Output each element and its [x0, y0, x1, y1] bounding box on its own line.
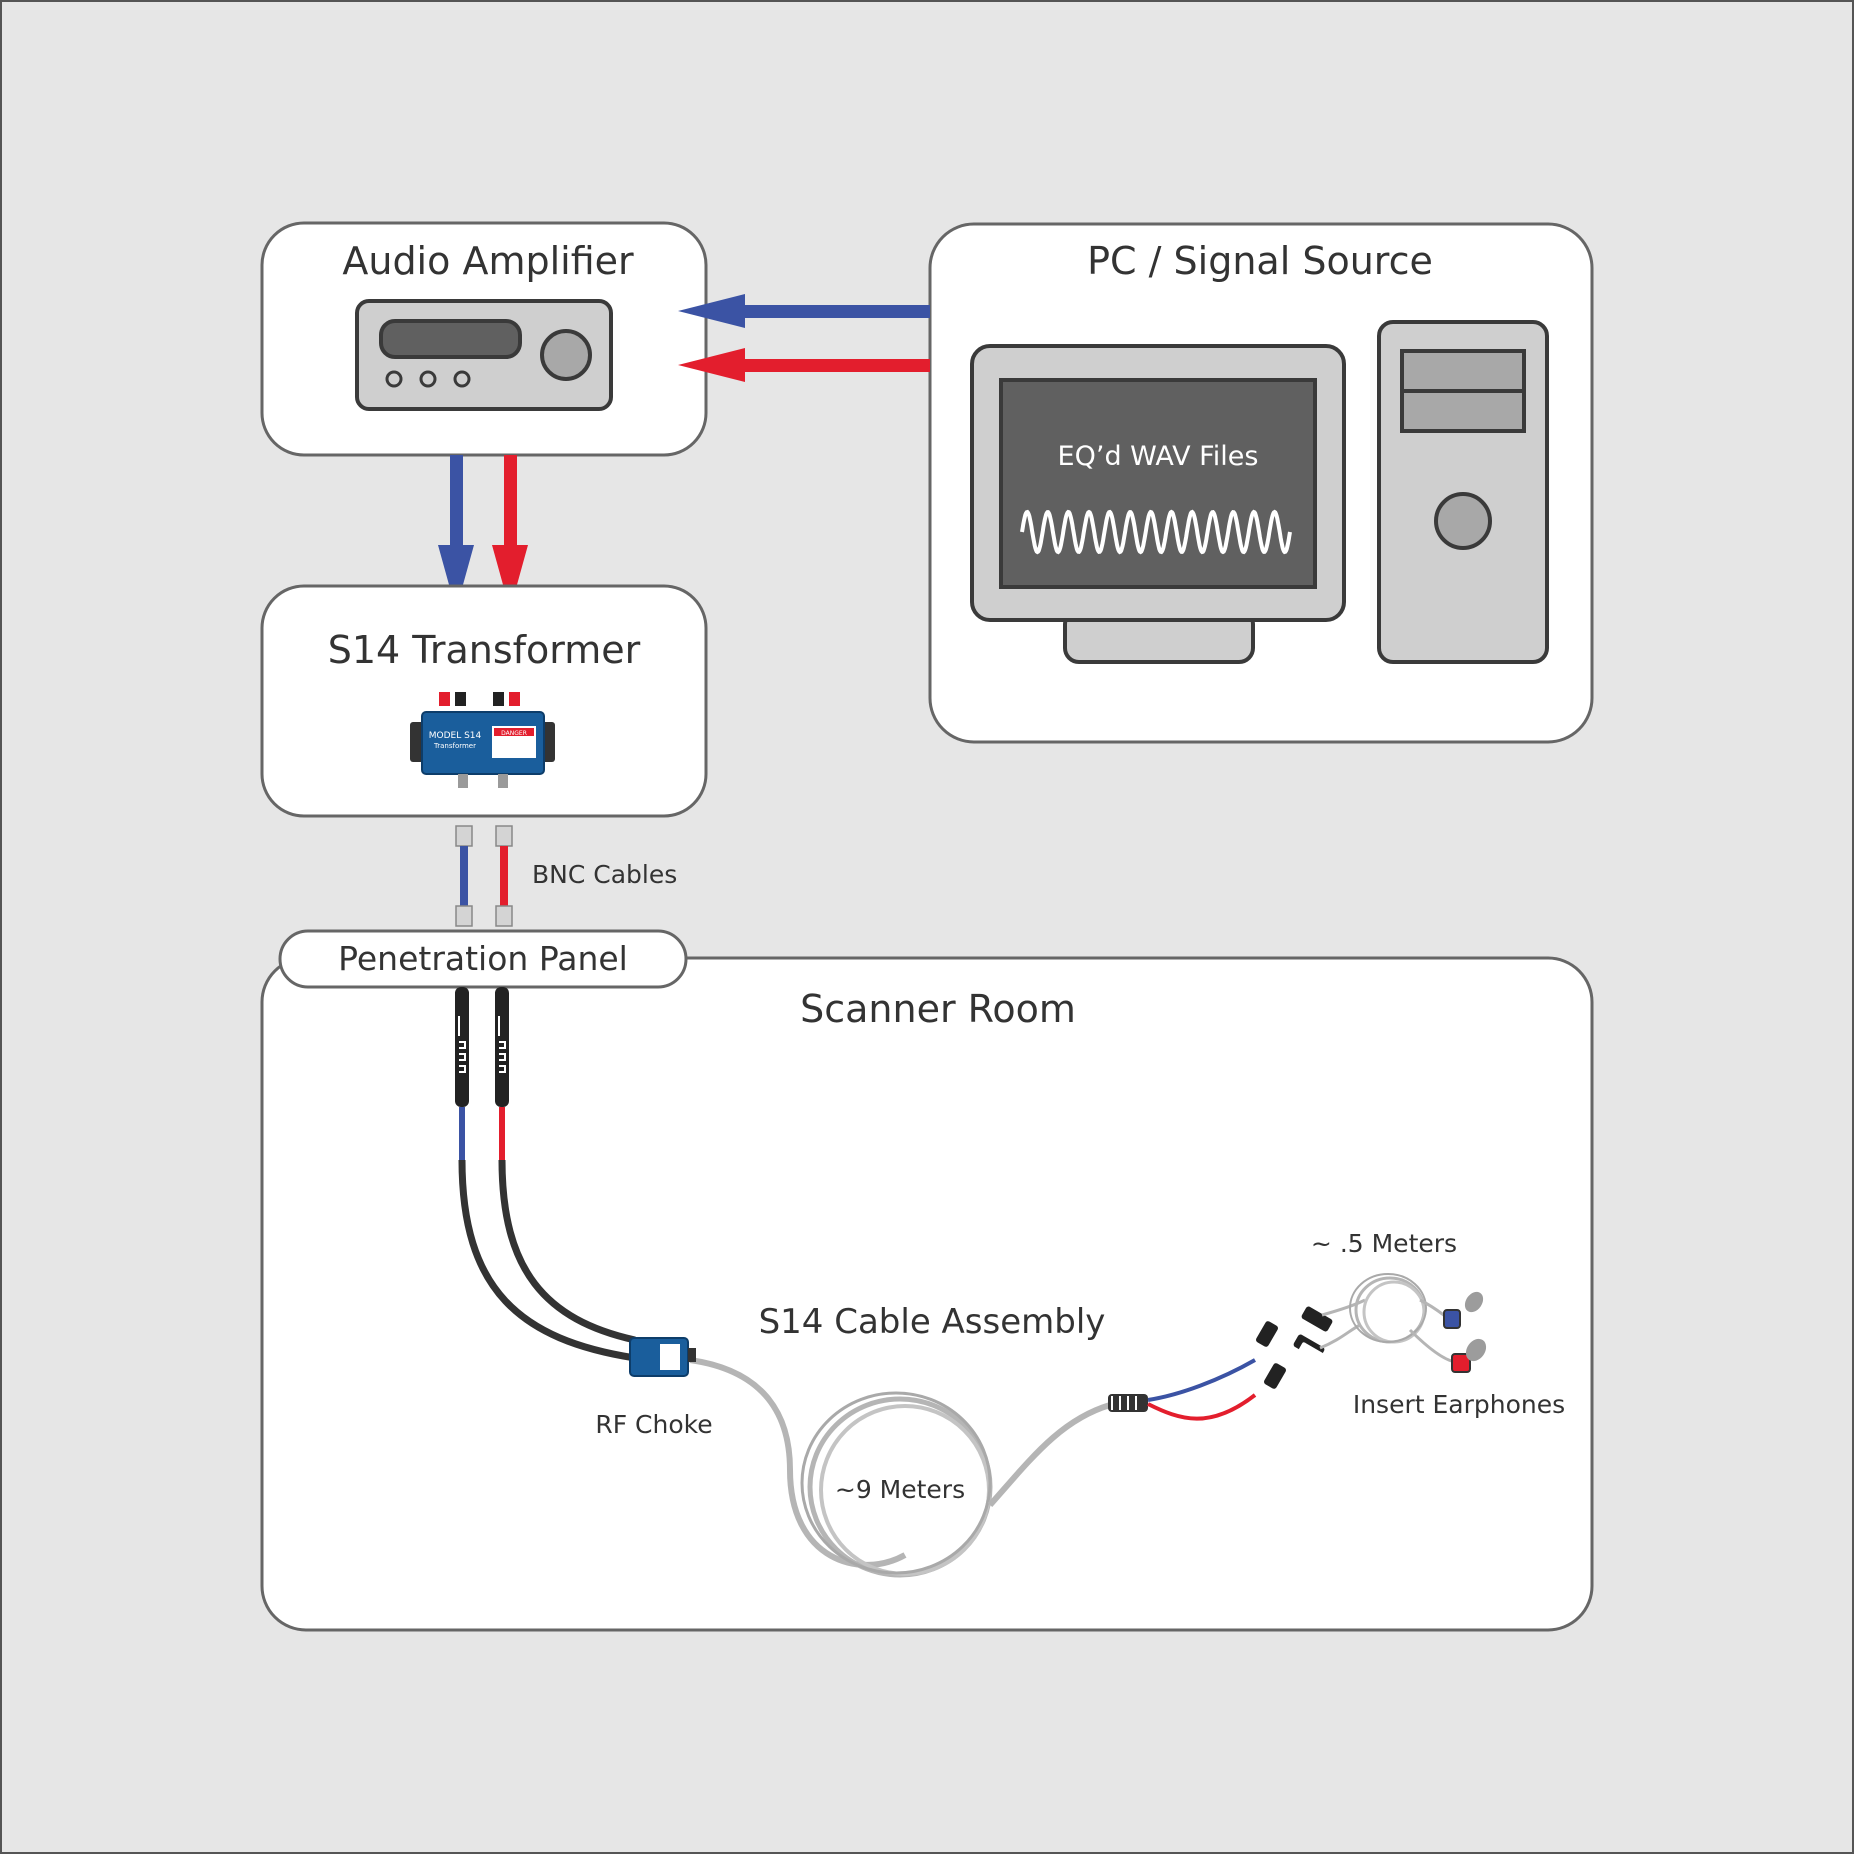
transformer-title: S14 Transformer	[328, 628, 641, 672]
earphone-cable-coil	[1293, 1273, 1456, 1364]
pc-group: PC / Signal Source EQ’d WAV Files	[928, 222, 1594, 744]
cable-assembly-label: S14 Cable Assembly	[759, 1302, 1106, 1342]
transformer-model-label: MODEL S14	[429, 731, 482, 741]
splitter-leads	[1108, 1321, 1286, 1421]
rf-choke-icon	[629, 1337, 696, 1377]
coil-length-label: ~9 Meters	[835, 1475, 965, 1504]
insert-earphones-label: Insert Earphones	[1353, 1390, 1565, 1419]
computer-tower-icon	[1377, 320, 1549, 664]
transformer-model-sub: Transformer	[433, 742, 476, 750]
bnc-cables	[455, 825, 513, 927]
cables-to-choke	[455, 987, 636, 1362]
scanner-room-box	[260, 956, 1594, 1632]
amplifier-group: Audio Amplifier	[260, 221, 708, 457]
amp-to-transformer-arrows	[438, 455, 528, 610]
screen-text: EQ’d WAV Files	[1058, 441, 1259, 472]
transformer-box	[260, 584, 708, 818]
transformer-group: S14 Transformer MODEL S14 Transformer DA…	[260, 584, 708, 818]
insert-earphones-icon	[1443, 1291, 1487, 1373]
pc-title: PC / Signal Source	[1087, 239, 1433, 283]
monitor-icon	[970, 344, 1346, 664]
pc-to-amp-arrows	[678, 294, 930, 382]
penetration-panel	[278, 929, 688, 989]
scanner-room-title: Scanner Room	[800, 987, 1076, 1031]
waveform-icon	[1020, 509, 1292, 555]
gray-cable-assembly	[689, 1357, 1111, 1578]
rf-choke-label: RF Choke	[595, 1410, 712, 1439]
bnc-label: BNC Cables	[532, 860, 677, 889]
transformer-warning-label: DANGER	[501, 730, 527, 737]
transformer-device-icon: MODEL S14 Transformer DANGER	[410, 692, 555, 788]
amplifier-title: Audio Amplifier	[342, 239, 634, 283]
amplifier-device-icon	[355, 299, 613, 411]
penetration-panel-title: Penetration Panel	[338, 939, 628, 978]
short-cable-length-label: ~ .5 Meters	[1311, 1229, 1457, 1258]
